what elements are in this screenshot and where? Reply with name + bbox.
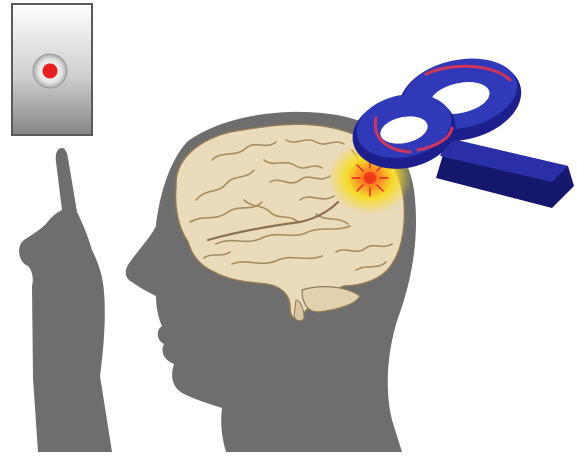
pointing-finger-icon bbox=[19, 148, 112, 452]
push-button-panel-icon bbox=[12, 4, 92, 135]
button-light-icon bbox=[43, 64, 58, 79]
